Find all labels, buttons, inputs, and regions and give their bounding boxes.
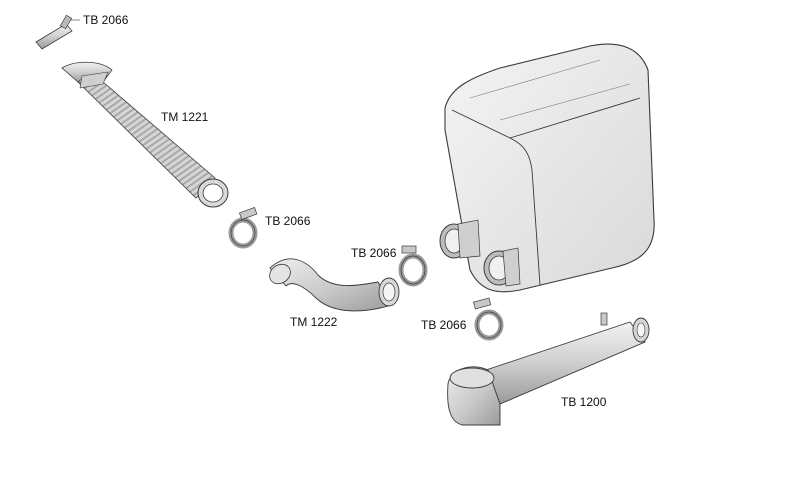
- label-clamp-right: TB 2066: [351, 246, 397, 260]
- label-elbow-pipe: TM 1222: [290, 315, 338, 329]
- label-tail-pipe: TB 1200: [561, 395, 607, 409]
- clamp-low: [473, 297, 504, 341]
- tail-pipe: [447, 312, 650, 426]
- label-flex-pipe: TM 1221: [161, 110, 209, 124]
- elbow-pipe: [269, 258, 400, 312]
- muffler-box: [439, 43, 655, 293]
- label-clamp-top: TB 2066: [83, 13, 129, 27]
- clamp-top: [35, 14, 80, 50]
- clamp-mid: [228, 206, 258, 249]
- flex-pipe: [61, 61, 229, 208]
- label-clamp-mid: TB 2066: [265, 214, 311, 228]
- label-clamp-low: TB 2066: [421, 318, 467, 332]
- clamp-right: [398, 245, 428, 287]
